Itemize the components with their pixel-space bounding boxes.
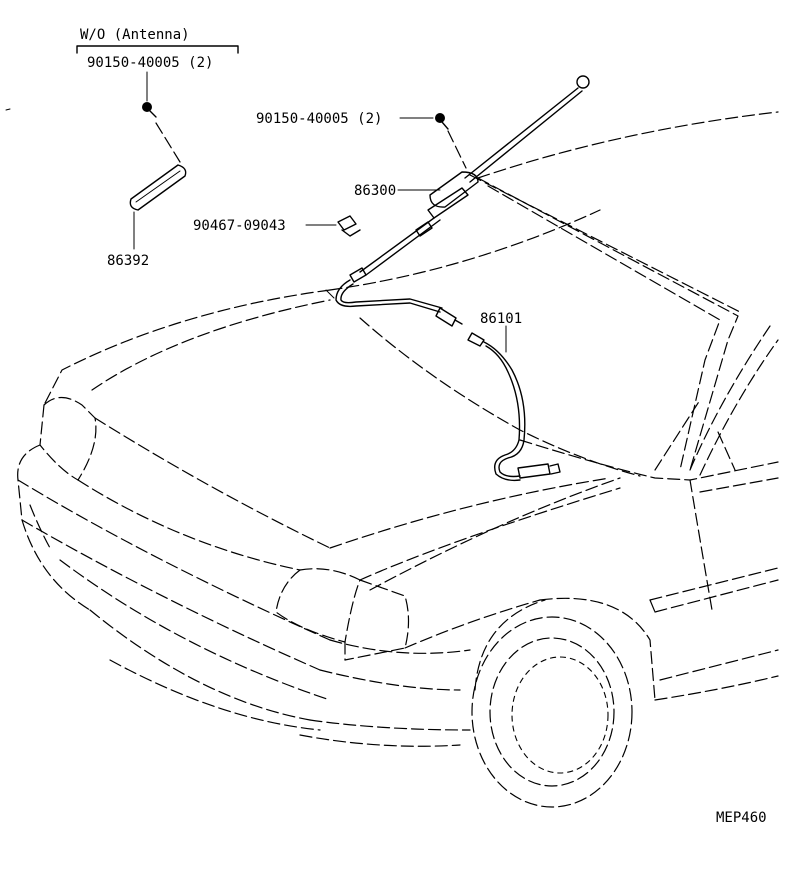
front-wheel	[471, 599, 633, 808]
clip-icon	[337, 215, 361, 237]
antenna-screw-icon	[435, 113, 449, 130]
variant-title: W/O (Antenna)	[80, 27, 190, 43]
without-antenna-group: W/O (Antenna) 90150-40005 (2) 86392	[76, 27, 239, 269]
antenna-assembly	[325, 75, 590, 327]
clip-label: 90467-09043	[193, 218, 286, 234]
diagram-code: MEP460	[716, 810, 767, 826]
variant-screw-label: 90150-40005 (2)	[87, 55, 213, 71]
antenna-cable	[467, 332, 561, 482]
screw-icon	[142, 102, 157, 118]
variant-bracket	[76, 45, 239, 54]
antenna-screw-label: 90150-40005 (2)	[256, 111, 382, 127]
antenna-assy-label: 86300	[354, 183, 396, 199]
stray-mark	[5, 108, 11, 111]
car-body-outline	[17, 111, 779, 747]
screw-guide-line	[155, 122, 181, 163]
antenna-screw-guide	[447, 130, 467, 169]
hole-cover-part	[129, 164, 187, 211]
cable-label: 86101	[480, 311, 522, 327]
cover-label: 86392	[107, 253, 149, 269]
